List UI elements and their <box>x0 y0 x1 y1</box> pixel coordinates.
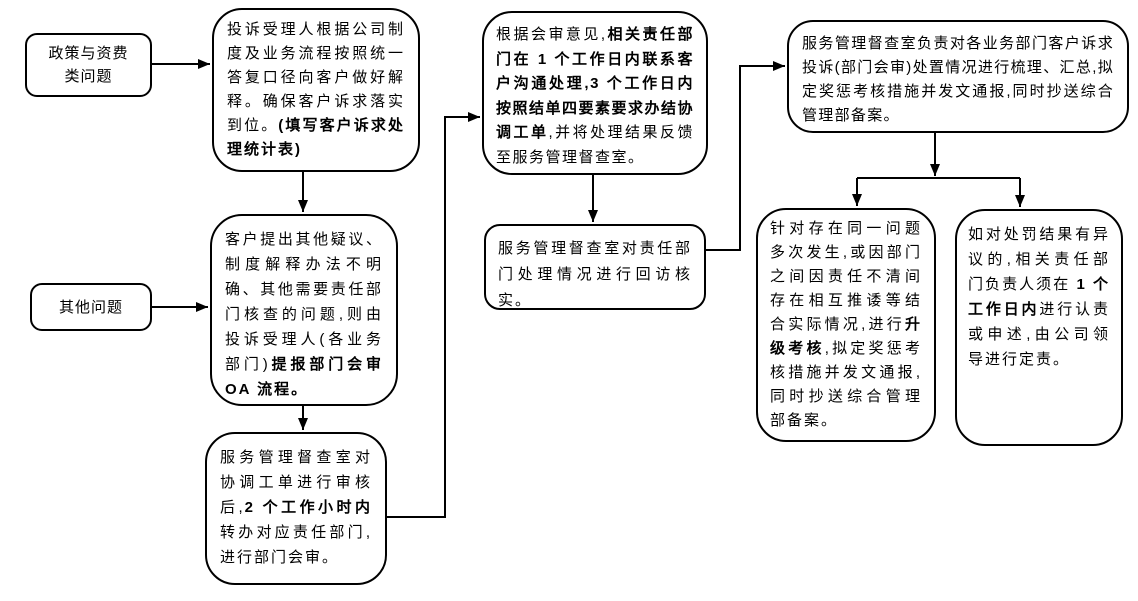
text-segment: ,拟定奖惩考核措施并发文通报,同时抄送综合管理部备案。 <box>770 340 922 429</box>
node-summary-notification-record: 服务管理督查室负责对各业务部门客户诉求投诉(部门会审)处置情况进行梳理、汇总,拟… <box>787 20 1129 133</box>
node-responsible-dept-handle: 根据会审意见,相关责任部门在 1 个工作日内联系客户沟通处理,3 个工作日内按照… <box>482 11 708 175</box>
text-segment-bold: 2 个工作小时内 <box>244 499 373 516</box>
text-segment-bold: (填写客户诉求处理统计表) <box>227 117 405 158</box>
node-policy-fee-issues: 政策与资费 类问题 <box>25 33 152 97</box>
node-text: 其他问题 <box>58 298 123 316</box>
node-text: 服务管理督查室负责对各业务部门客户诉求投诉(部门会审)处置情况进行梳理、汇总,拟… <box>802 35 1114 124</box>
node-other-issues-need-dept-review: 客户提出其他疑议、制度解释办法不明确、其他需要责任部门核查的问题,则由投诉受理人… <box>210 214 398 406</box>
node-complaint-handler-explain: 投诉受理人根据公司制度及业务流程按照统一答复口径向客户做好解释。确保客户诉求落实… <box>212 8 420 172</box>
node-supervision-office-audit-transfer: 服务管理督查室对协调工单进行审核后,2 个工作小时内转办对应责任部门,进行部门会… <box>205 432 387 585</box>
text-segment: 投诉受理人根据公司制度及业务流程按照统一答复口径向客户做好解释。确保客户诉求落实… <box>227 21 405 134</box>
text-segment: 服务管理督查室对协调工单进行审核后, <box>220 449 372 516</box>
text-segment: 转办对应责任部门,进行部门会审。 <box>220 524 372 566</box>
node-follow-up-verification: 服务管理督查室对责任部门处理情况进行回访核实。 <box>484 224 706 310</box>
text-segment: 进行认责或申述,由公司领导进行定责。 <box>968 301 1110 368</box>
text-segment-bold: 升级考核 <box>770 316 922 357</box>
text-segment-bold: 相关责任部门在 1 个工作日内联系客户沟通处理,3 个工作日内按照结单四要素要求… <box>496 26 695 141</box>
text-segment: 如对处罚结果有异议的,相关责任部门负责人须在 <box>968 226 1110 293</box>
node-text: 服务管理督查室对责任部门处理情况进行回访核实。 <box>498 240 692 309</box>
text-segment: 客户提出其他疑议、制度解释办法不明确、其他需要责任部门核查的问题,则由投诉受理人… <box>225 231 383 373</box>
text-segment: 根据会审意见, <box>496 26 607 43</box>
node-objection-appeal: 如对处罚结果有异议的,相关责任部门负责人须在 1 个工作日内进行认责或申述,由公… <box>955 209 1123 446</box>
node-text: 政策与资费 类问题 <box>48 45 129 85</box>
text-segment: 针对存在同一问题多次发生,或因部门之间因责任不清间存在相互推诿等结合实际情况,进… <box>770 220 922 333</box>
text-segment: ,并将处理结果反馈至服务管理督查室。 <box>496 124 694 166</box>
text-segment-bold: 1 个工作日内 <box>968 276 1111 318</box>
node-escalated-assessment: 针对存在同一问题多次发生,或因部门之间因责任不清间存在相互推诿等结合实际情况,进… <box>756 208 936 442</box>
edge-b7-b8 <box>706 61 785 251</box>
text-segment-bold: 提报部门会审 OA 流程。 <box>225 356 383 398</box>
node-other-issues: 其他问题 <box>30 283 152 331</box>
edge-b5-b6 <box>387 112 480 518</box>
